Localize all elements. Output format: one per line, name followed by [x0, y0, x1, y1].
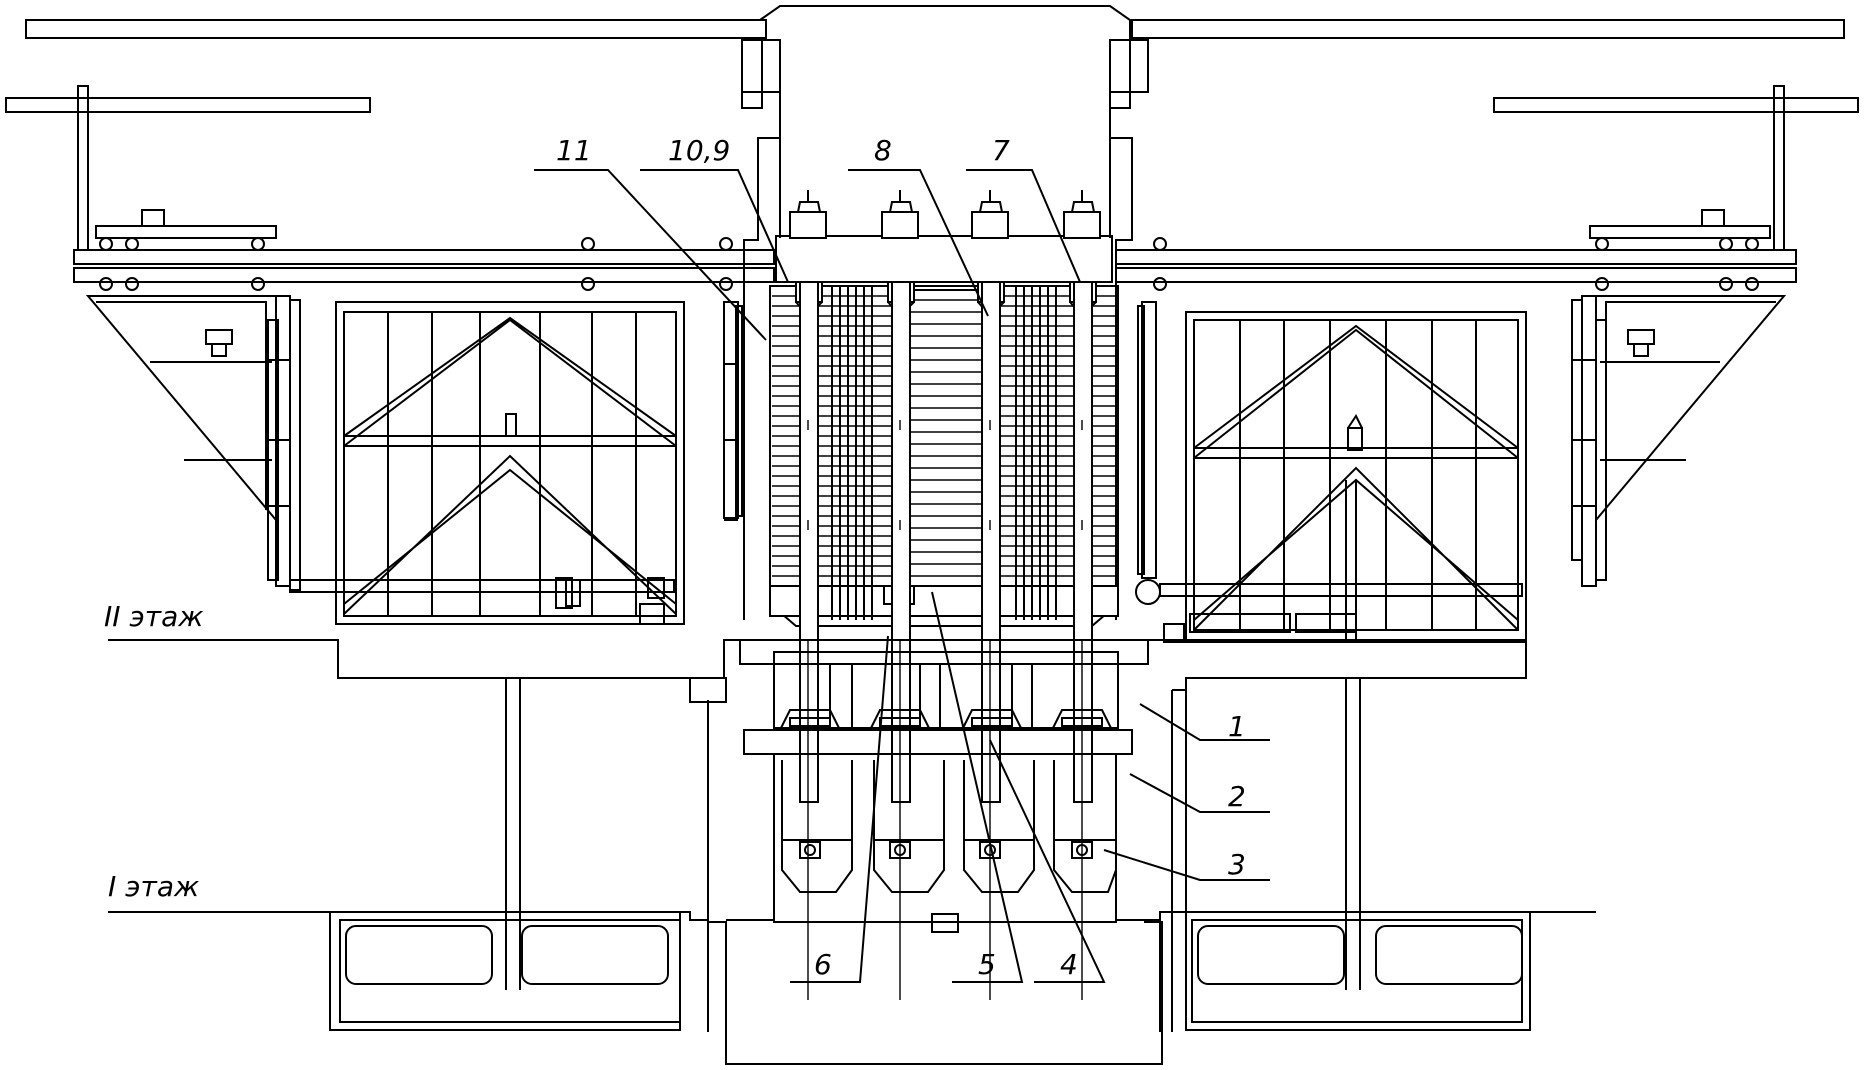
central-shaft — [741, 5, 1149, 620]
callout-8: 8 — [874, 134, 892, 167]
callout-11: 11 — [556, 134, 592, 167]
left-cage — [289, 301, 685, 625]
right-floor-structure — [1137, 301, 1596, 1032]
left-upper-frame — [73, 85, 775, 591]
callout-1: 1 — [1228, 710, 1246, 743]
transformer-core — [769, 235, 1119, 627]
callout-2: 2 — [1228, 780, 1246, 813]
callout-4: 4 — [1060, 948, 1078, 981]
leader-lines — [534, 169, 1270, 983]
left-floor-structure — [108, 301, 743, 1032]
right-cage — [1135, 311, 1527, 643]
rod-group-4 — [1063, 190, 1101, 1000]
callout-5: 5 — [978, 948, 996, 981]
rod-group-1 — [789, 190, 827, 1000]
side-rods — [831, 286, 1057, 620]
top-rails — [5, 19, 1859, 113]
callout-6: 6 — [814, 948, 832, 981]
callout-7: 7 — [992, 134, 1010, 167]
floor-label-second: II этаж — [104, 600, 203, 633]
floor-label-first: I этаж — [108, 870, 199, 903]
rod-group-2 — [881, 190, 919, 1000]
right-upper-frame — [1115, 85, 1797, 587]
callout-3: 3 — [1228, 848, 1246, 881]
rod-group-3 — [971, 190, 1009, 1000]
lower-tanks — [708, 753, 1163, 1065]
floor-lines — [108, 639, 1596, 913]
callout-10-9: 10,9 — [668, 134, 730, 167]
